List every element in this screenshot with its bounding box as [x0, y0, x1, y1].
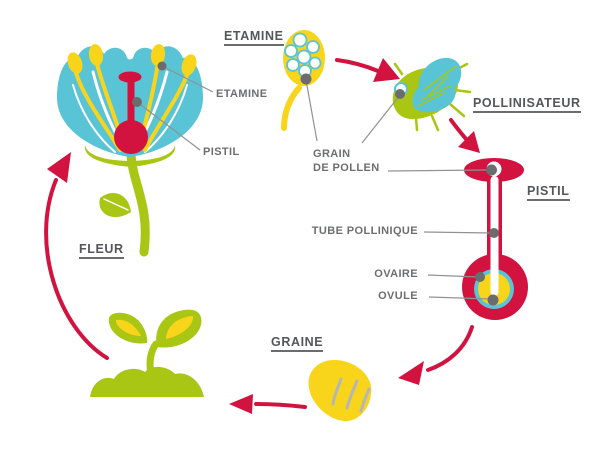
petal-separator: [72, 84, 116, 153]
heading-pollinisateur: POLLINISATEUR: [473, 96, 581, 113]
connector-grain-to-stamen: [305, 79, 318, 142]
wing-veins: [417, 65, 457, 107]
connector-ovaire: [427, 274, 479, 278]
flower-stem: [126, 150, 150, 257]
soil-mound: [90, 366, 204, 397]
flower-icon: [57, 44, 203, 257]
dot-ovule: [487, 294, 499, 306]
dot-fly-pollen: [395, 89, 405, 99]
connector-pistil-label: [136, 101, 201, 151]
stamen-filament: [281, 85, 302, 131]
dot-ovaire: [475, 272, 485, 282]
dot-stamen-pollen: [300, 73, 312, 85]
flower-pistil: [114, 71, 148, 154]
dot-stigma-pollen: [486, 164, 497, 176]
arrow-pollinator-to-pistil: [449, 118, 480, 153]
fly-icon: [392, 57, 472, 132]
pollen-grains: [284, 32, 322, 78]
seed-body: [308, 359, 372, 422]
heading-fleur: FLEUR: [79, 242, 124, 259]
seed-stripes: [331, 377, 371, 413]
arrow-stamen-to-pollinator: [335, 58, 400, 82]
arrow-seed-to-sprout: [229, 394, 307, 414]
leaf-highlight-right: [166, 316, 194, 339]
label-ovule: OVULE: [378, 290, 418, 302]
petal-separator: [144, 84, 188, 153]
label-grain-line1: GRAIN: [313, 148, 351, 160]
flower-stem-leaf: [99, 192, 131, 218]
heading-pistil: PISTIL: [527, 184, 570, 201]
dot-flower-pistil: [132, 97, 142, 107]
label-pistil: PISTIL: [203, 146, 240, 158]
flower-sepals: [84, 145, 176, 167]
label-grain-de-pollen: GRAIN DE POLLEN: [313, 147, 380, 175]
stamen-icon: [281, 30, 325, 131]
connector-etamine-label: [161, 65, 214, 93]
leaf-highlight-left: [115, 319, 141, 336]
arrow-sprout-to-flower: [44, 152, 109, 360]
connector-grain-to-stigma: [387, 169, 487, 172]
arrow-pistil-to-seed: [398, 325, 474, 385]
leaf-vein: [103, 198, 129, 211]
connector-tube-pollinique: [423, 231, 493, 234]
heading-graine: GRAINE: [271, 335, 324, 352]
dot-anther: [157, 61, 167, 71]
label-etamine: ETAMINE: [216, 88, 268, 100]
connector-grain-to-fly: [361, 94, 401, 144]
label-tube-pollinique: TUBE POLLINIQUE: [311, 225, 418, 237]
callout-connectors: [132, 61, 499, 306]
curved-arrow-icon: [44, 58, 480, 414]
stamen-anthers: [67, 44, 197, 76]
label-grain-line2: DE POLLEN: [313, 162, 380, 174]
connector-ovule: [428, 296, 491, 300]
heading-etamine: ETAMINE: [224, 29, 284, 46]
sprout-icon: [90, 309, 204, 397]
label-ovaire: OVAIRE: [374, 268, 418, 280]
dot-pollen-tube: [489, 228, 499, 238]
seed-icon: [308, 359, 372, 422]
